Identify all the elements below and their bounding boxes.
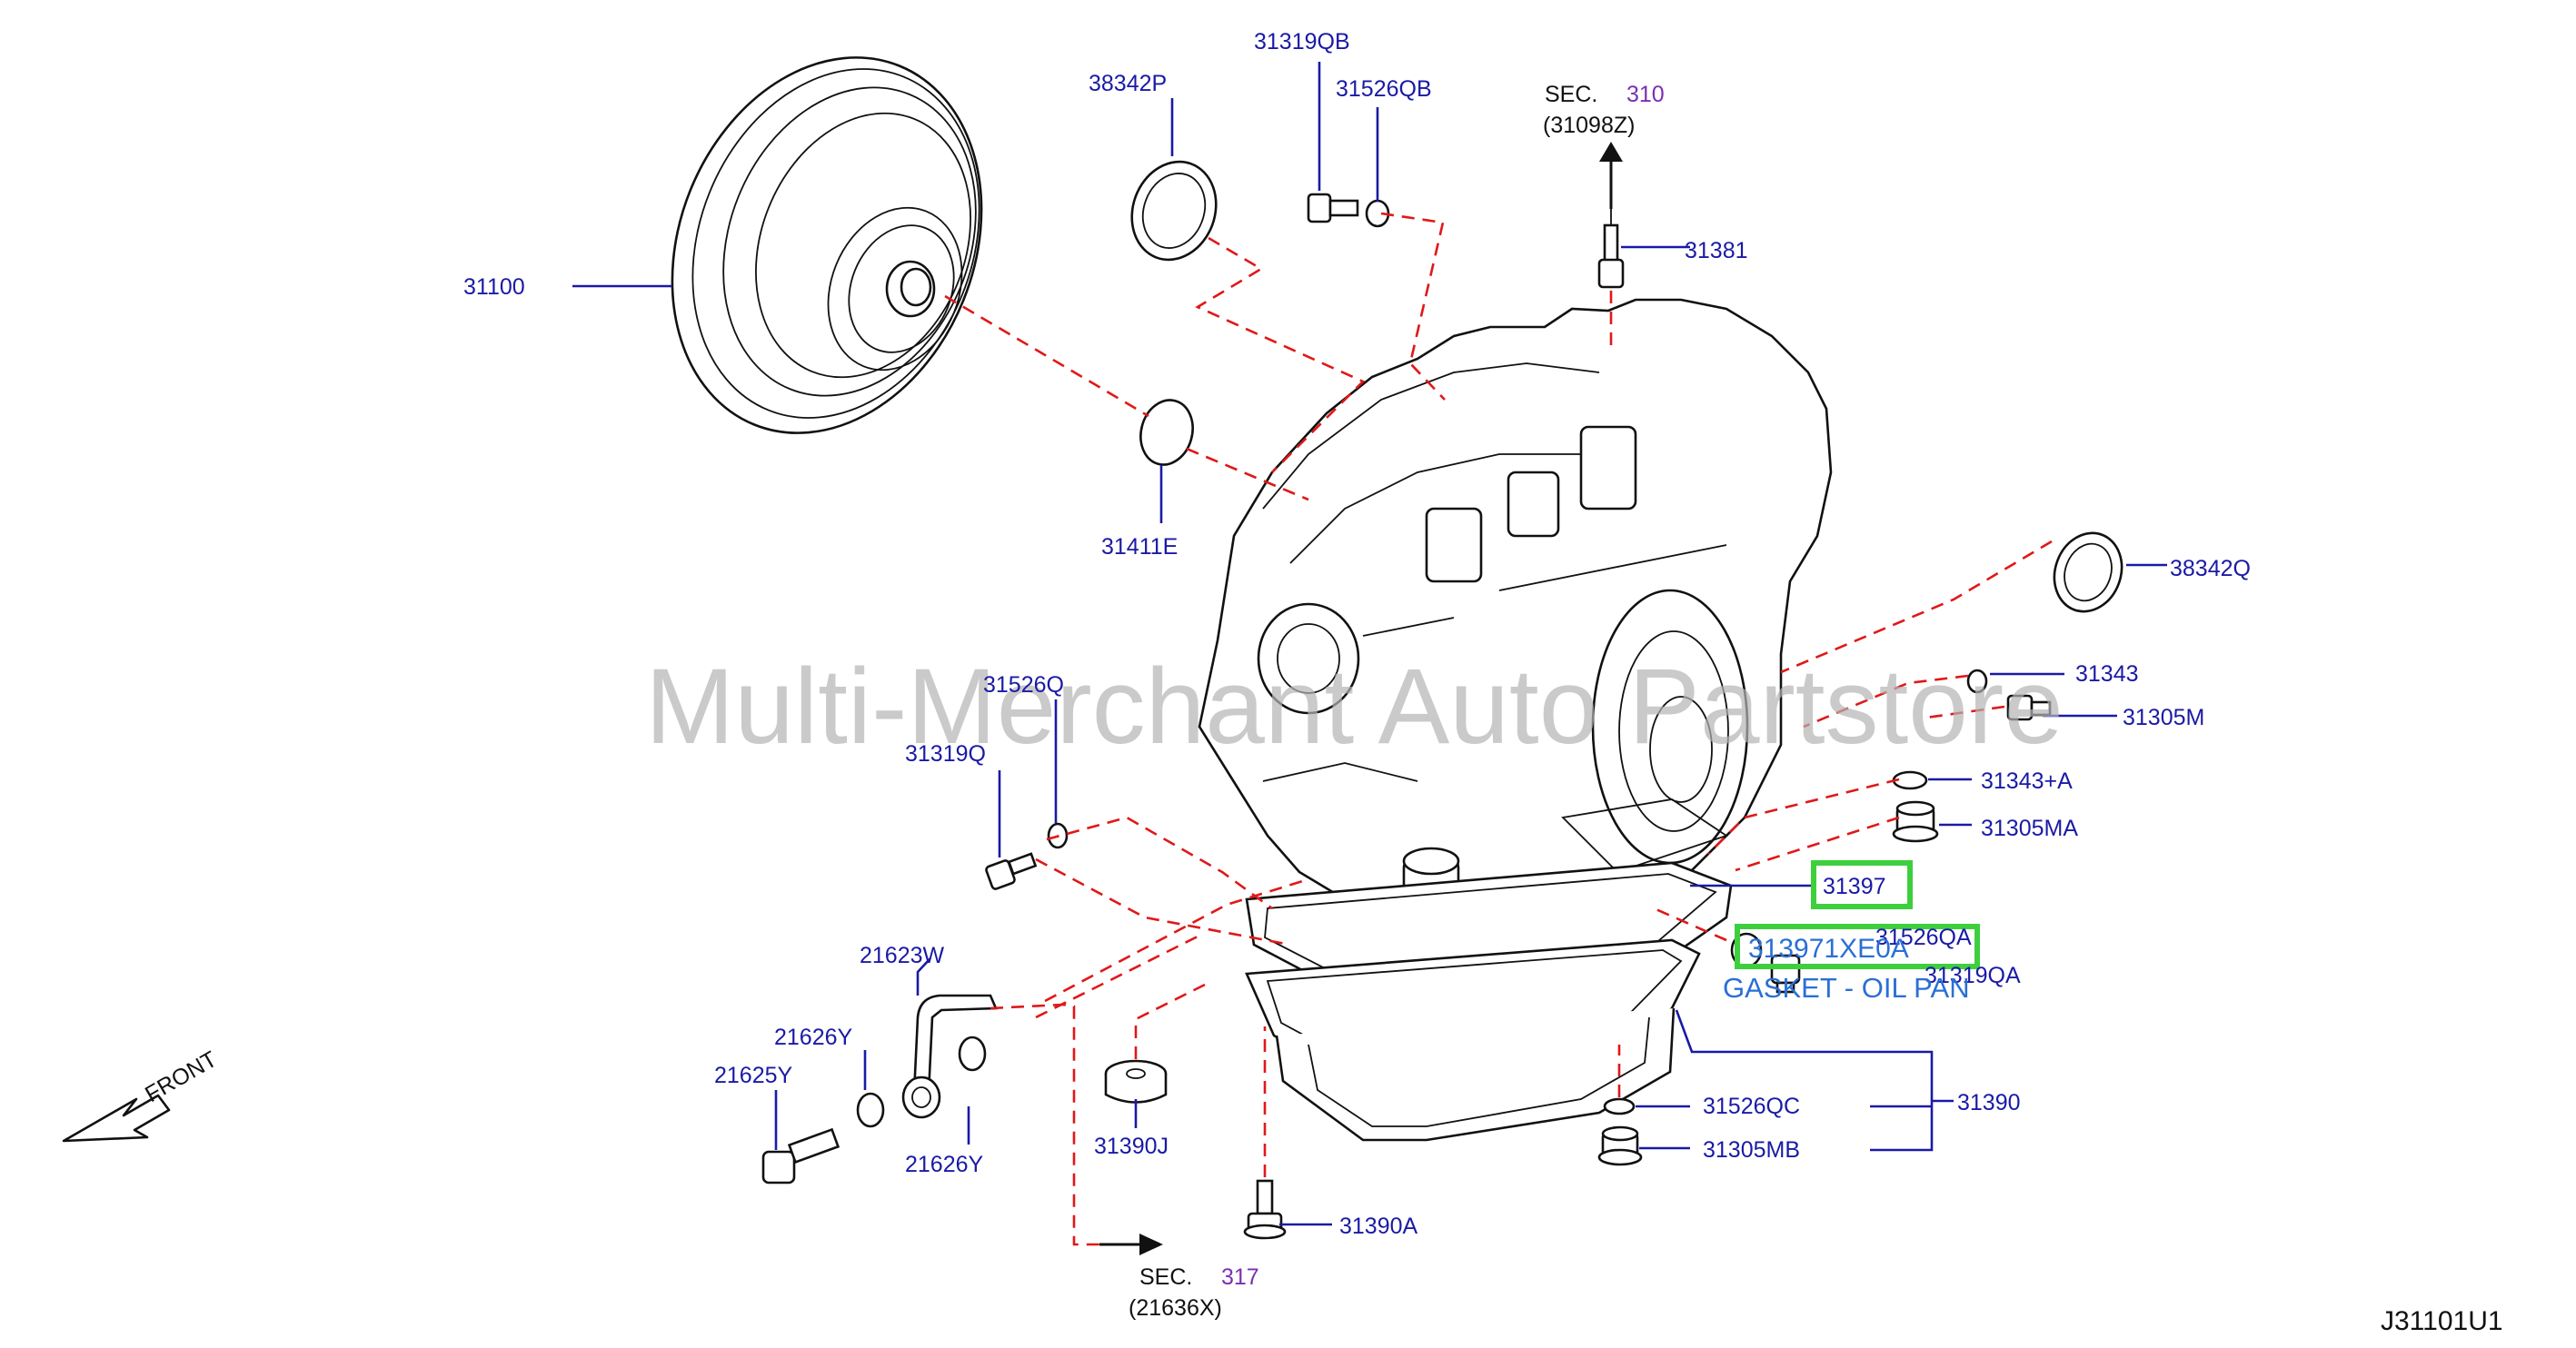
section-310-number: 310 <box>1626 82 1665 107</box>
label-31397-selected[interactable]: 31397 <box>1823 874 1886 899</box>
selected-part-highlight-box <box>1811 860 1913 909</box>
section-317-number: 317 <box>1221 1264 1259 1290</box>
label-31319qa[interactable]: 31319QA <box>1925 963 2021 988</box>
label-31305mb[interactable]: 31305MB <box>1703 1137 1800 1163</box>
seal-38342q-illustration[interactable] <box>2044 523 2133 620</box>
label-31319qb[interactable]: 31319QB <box>1254 29 1350 55</box>
label-31526q[interactable]: 31526Q <box>983 672 1064 698</box>
section-310-prefix: SEC. <box>1545 82 1597 107</box>
washer-21626y-bottom-illustration[interactable] <box>958 1036 987 1072</box>
front-arrow-icon <box>62 1094 171 1143</box>
watermark: Multi-Merchant Auto Partstore <box>645 647 2064 767</box>
stud-31381-illustration[interactable] <box>1597 209 1625 289</box>
sec-317-arrow <box>1099 1234 1163 1255</box>
label-31390j[interactable]: 31390J <box>1094 1134 1169 1159</box>
seal-38342p-illustration[interactable] <box>1119 150 1229 272</box>
label-31390[interactable]: 31390 <box>1957 1090 2021 1115</box>
label-31526qb[interactable]: 31526QB <box>1336 76 1432 102</box>
assembly-dash-lines <box>944 212 2053 1246</box>
label-31343[interactable]: 31343 <box>2075 661 2139 687</box>
diagram-reference: J31101U1 <box>2381 1306 2503 1336</box>
oil-pan-illustration[interactable] <box>1245 938 1701 1142</box>
section-ref-310[interactable]: SEC. 310 (31098Z) <box>1543 82 1665 138</box>
leader-lines <box>572 62 2167 1226</box>
part-number-highlight-box <box>1735 924 1980 969</box>
label-21625y[interactable]: 21625Y <box>714 1063 793 1088</box>
bolt-31390a-illustration[interactable] <box>1243 1179 1287 1240</box>
sec-310-arrow <box>1599 142 1623 209</box>
bolt-21625y-illustration[interactable] <box>761 1127 840 1184</box>
label-31526qc[interactable]: 31526QC <box>1703 1094 1800 1119</box>
washer-21626y-top-illustration[interactable] <box>856 1092 885 1128</box>
washer-31343-illustration[interactable] <box>1966 669 1988 694</box>
label-21626y-bottom[interactable]: 21626Y <box>905 1152 984 1177</box>
torque-converter-illustration[interactable] <box>618 11 1036 480</box>
label-31305m[interactable]: 31305M <box>2123 705 2204 730</box>
washer-31526qc-illustration[interactable] <box>1603 1097 1636 1115</box>
label-31343a[interactable]: 31343+A <box>1981 768 2073 794</box>
label-31305ma[interactable]: 31305MA <box>1981 816 2078 841</box>
plug-31305ma-illustration[interactable] <box>1892 800 1939 843</box>
oring-31411e-illustration[interactable] <box>1134 394 1200 471</box>
label-21626y-top[interactable]: 21626Y <box>774 1025 853 1050</box>
label-31411e[interactable]: 31411E <box>1101 534 1178 560</box>
section-317-prefix: SEC. <box>1139 1264 1192 1290</box>
bolt-31319q-illustration[interactable] <box>985 852 1038 890</box>
label-21623w[interactable]: 21623W <box>860 943 945 968</box>
label-31319q[interactable]: 31319Q <box>905 741 986 767</box>
bolt-31319qb-illustration[interactable] <box>1307 193 1359 223</box>
highlight-part-number[interactable]: 313971XE0A <box>1748 934 1909 964</box>
label-31381[interactable]: 31381 <box>1685 238 1748 263</box>
bolt-31305m-illustration[interactable] <box>2006 694 2052 721</box>
section-ref-317[interactable]: SEC. 317 (21636X) <box>1129 1264 1259 1321</box>
label-38342q[interactable]: 38342Q <box>2170 556 2251 581</box>
section-310-sub: (31098Z) <box>1543 113 1635 138</box>
damper-31390j-illustration[interactable] <box>1104 1059 1168 1104</box>
part-labels: 31100 38342P 31319QB 31526QB 31381 31411… <box>463 29 2251 1239</box>
label-31526qa[interactable]: 31526QA <box>1875 925 1972 950</box>
label-38342p[interactable]: 38342P <box>1089 71 1167 96</box>
label-31390a[interactable]: 31390A <box>1339 1214 1418 1239</box>
highlight-description: GASKET - OIL PAN <box>1723 972 1970 1004</box>
plug-31305mb-illustration[interactable] <box>1597 1125 1643 1166</box>
transaxle-case-illustration <box>1198 298 1833 933</box>
section-317-sub: (21636X) <box>1129 1295 1222 1321</box>
front-label: FRONT <box>141 1046 222 1107</box>
hose-21623w-illustration[interactable] <box>901 994 998 1119</box>
label-31100[interactable]: 31100 <box>463 274 525 300</box>
